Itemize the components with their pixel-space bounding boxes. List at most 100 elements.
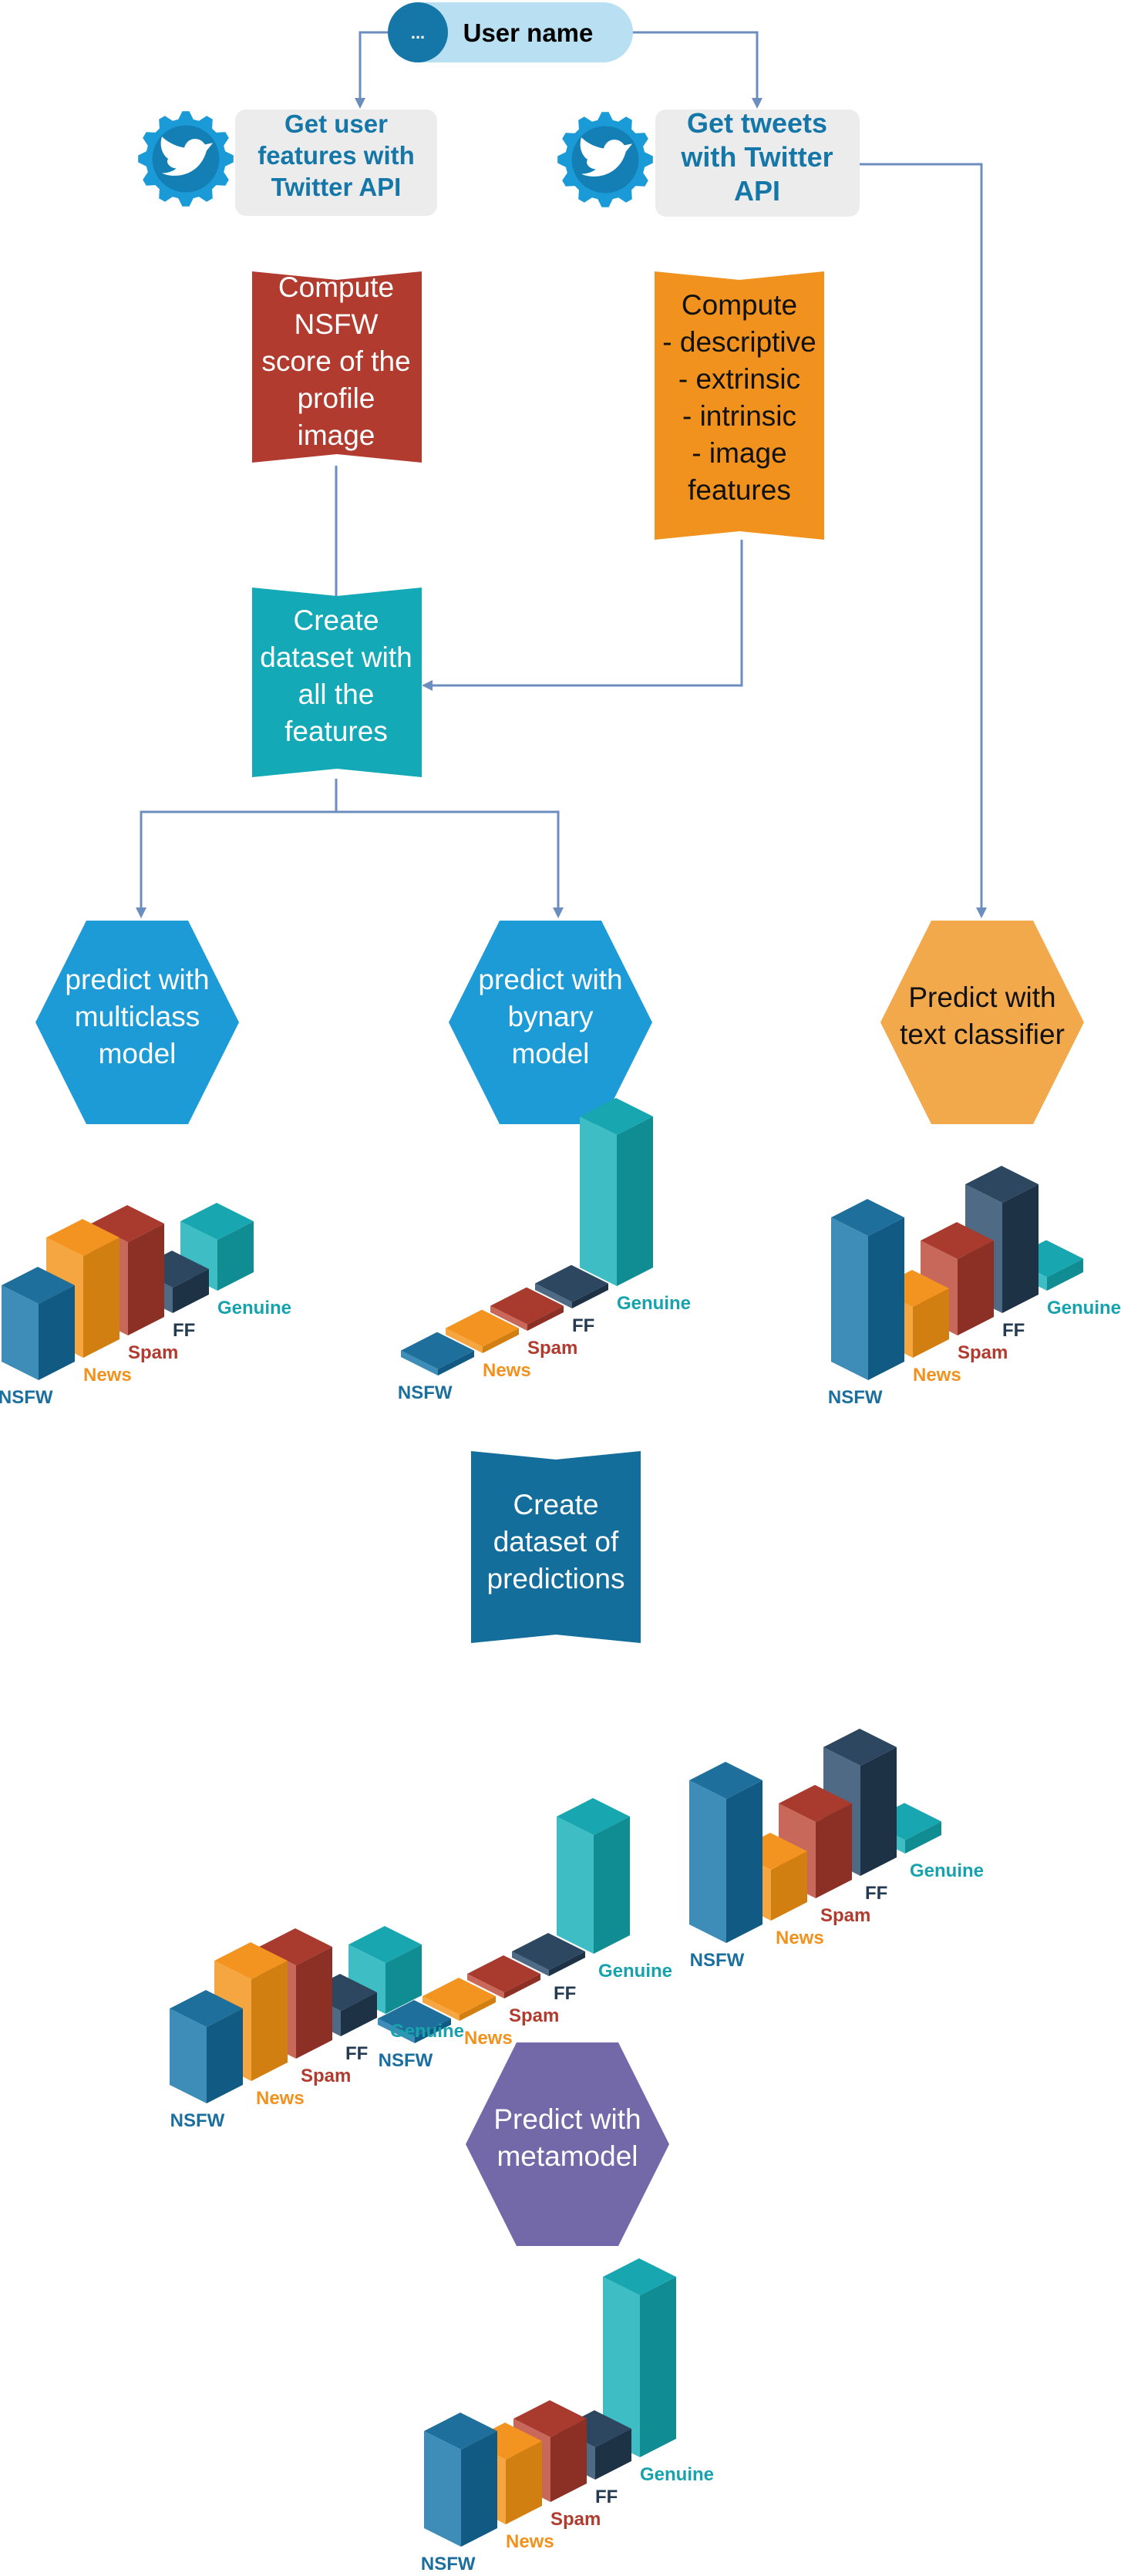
user-name-label: User name — [463, 19, 594, 47]
get-user-features-line-2: Twitter API — [271, 173, 402, 201]
bar-face-top — [401, 1332, 474, 1369]
chart-predictions-dataset: NSFWNewsSpamFFGenuineNSFWNewsSpamFFGenui… — [170, 1729, 984, 2131]
bar-face-left — [424, 2431, 461, 2547]
bar-face-right — [506, 2441, 542, 2524]
compute-features-box[interactable] — [655, 271, 824, 540]
label-news: News — [913, 1365, 961, 1386]
bar-face-top — [422, 1978, 496, 2015]
bar-face-top — [378, 2000, 451, 2037]
label-spam: Spam — [527, 1338, 577, 1359]
create-predictions-line-2: predictions — [487, 1563, 625, 1594]
get-user-features-box[interactable] — [235, 109, 437, 216]
bar-nsfw — [401, 1332, 474, 1376]
label-news: News — [483, 1360, 531, 1381]
bar-news — [422, 1978, 496, 2021]
label-ff: FF — [865, 1883, 887, 1904]
bar-face-left — [580, 1116, 617, 1286]
label-nsfw: NSFW — [690, 1950, 745, 1971]
bar-nsfw — [831, 1199, 904, 1380]
predict-metamodel-hexagon[interactable] — [466, 2042, 669, 2246]
bar-face-right — [83, 1237, 120, 1358]
bar-face-right — [816, 1803, 852, 1898]
bar-face-right — [341, 1992, 377, 2036]
label-ff: FF — [173, 1320, 195, 1341]
label-spam: Spam — [128, 1342, 178, 1363]
predict-text-line-1: text classifier — [900, 1019, 1065, 1050]
predict-multiclass-line-0: predict with — [65, 964, 209, 995]
bar-genuine — [557, 1798, 630, 1954]
bar-face-left — [512, 1951, 549, 1976]
predict-multiclass-hexagon[interactable] — [35, 921, 239, 1124]
create-predictions-line-1: dataset of — [493, 1526, 619, 1557]
bar-face-top — [603, 2258, 676, 2295]
compute-features-line-0: Compute — [682, 289, 797, 321]
avatar-text: ... — [411, 23, 425, 42]
bar-face-left — [378, 2019, 415, 2043]
predict-binary-hexagon[interactable] — [449, 921, 652, 1124]
user-name-node[interactable]: ... User name — [388, 2, 633, 62]
bar-face-left — [603, 2277, 640, 2457]
label-news: News — [506, 2531, 554, 2552]
bar-face-right — [1002, 1184, 1039, 1313]
bar-face-right — [550, 2419, 587, 2502]
bar-face-top — [348, 1926, 422, 1963]
bar-face-top — [424, 2413, 497, 2450]
predict-multiclass-line-2: model — [99, 1038, 177, 1069]
bar-face-top — [535, 1264, 608, 1302]
create-dataset-box[interactable] — [252, 588, 422, 777]
predict-text-hexagon[interactable] — [880, 921, 1084, 1124]
compute-nsfw-line-2: score of the — [261, 345, 410, 377]
bar-face-right — [868, 1217, 904, 1380]
predict-binary-line-1: bynary — [507, 1001, 594, 1032]
bar-face-right — [217, 1221, 254, 1291]
bar-nsfw — [424, 2413, 497, 2547]
bar-face-right — [207, 2009, 243, 2103]
get-tweets-box[interactable] — [655, 109, 860, 217]
bar-nsfw — [170, 1990, 243, 2103]
get-tweets-line-1: with Twitter — [680, 141, 833, 173]
get-tweets-line-0: Get tweets — [687, 107, 827, 139]
arrow-dataset-to-binary — [336, 810, 564, 918]
twitter-bird-icon — [160, 136, 214, 176]
predict-binary-line-0: predict with — [478, 964, 622, 995]
bar-face-top — [831, 1199, 904, 1236]
create-predictions-box[interactable] — [471, 1451, 641, 1643]
bar-face-top — [557, 1798, 630, 1835]
label-news: News — [776, 1928, 824, 1948]
create-dataset-line-2: all the — [298, 679, 375, 710]
create-dataset-line-3: features — [284, 716, 388, 747]
bar-face-top — [91, 1205, 164, 1242]
bar-face-right — [296, 1947, 332, 2059]
predict-meta-line-0: Predict with — [493, 2103, 641, 2135]
bar-face-right — [1047, 1258, 1083, 1291]
label-nsfw: NSFW — [398, 1382, 453, 1403]
label-nsfw: NSFW — [828, 1387, 883, 1408]
label-ff: FF — [595, 2487, 618, 2507]
icon-layer — [138, 111, 653, 207]
label-ff: FF — [554, 1983, 576, 2004]
label-ff: FF — [572, 1315, 594, 1336]
bar-face-left — [689, 1780, 726, 1943]
compute-nsfw-box[interactable] — [252, 271, 422, 463]
bar-face-top — [921, 1222, 994, 1259]
charts-layer: NSFWNewsSpamFFGenuineNSFWNewsSpamFFGenui… — [0, 1098, 1121, 2574]
predict-text-line-0: Predict with — [908, 982, 1055, 1013]
compute-features-line-5: features — [688, 474, 791, 506]
create-predictions-line-0: Create — [513, 1489, 598, 1520]
bar-face-left — [467, 1974, 504, 1999]
bar-face-top — [180, 1203, 254, 1240]
bar-face-right — [504, 1974, 540, 1999]
bar-face-left — [422, 1996, 460, 2021]
bar-face-right — [595, 2429, 631, 2480]
bar-face-top — [170, 1990, 243, 2027]
compute-nsfw-line-0: Compute — [278, 271, 394, 303]
bar-face-top — [2, 1267, 75, 1304]
label-genuine: Genuine — [598, 1961, 672, 1982]
bar-genuine — [580, 1098, 653, 1286]
compute-features-line-2: - extrinsic — [678, 363, 800, 395]
bar-face-left — [490, 1305, 527, 1331]
label-nsfw: NSFW — [421, 2554, 476, 2574]
step-boxes — [35, 109, 1084, 2246]
